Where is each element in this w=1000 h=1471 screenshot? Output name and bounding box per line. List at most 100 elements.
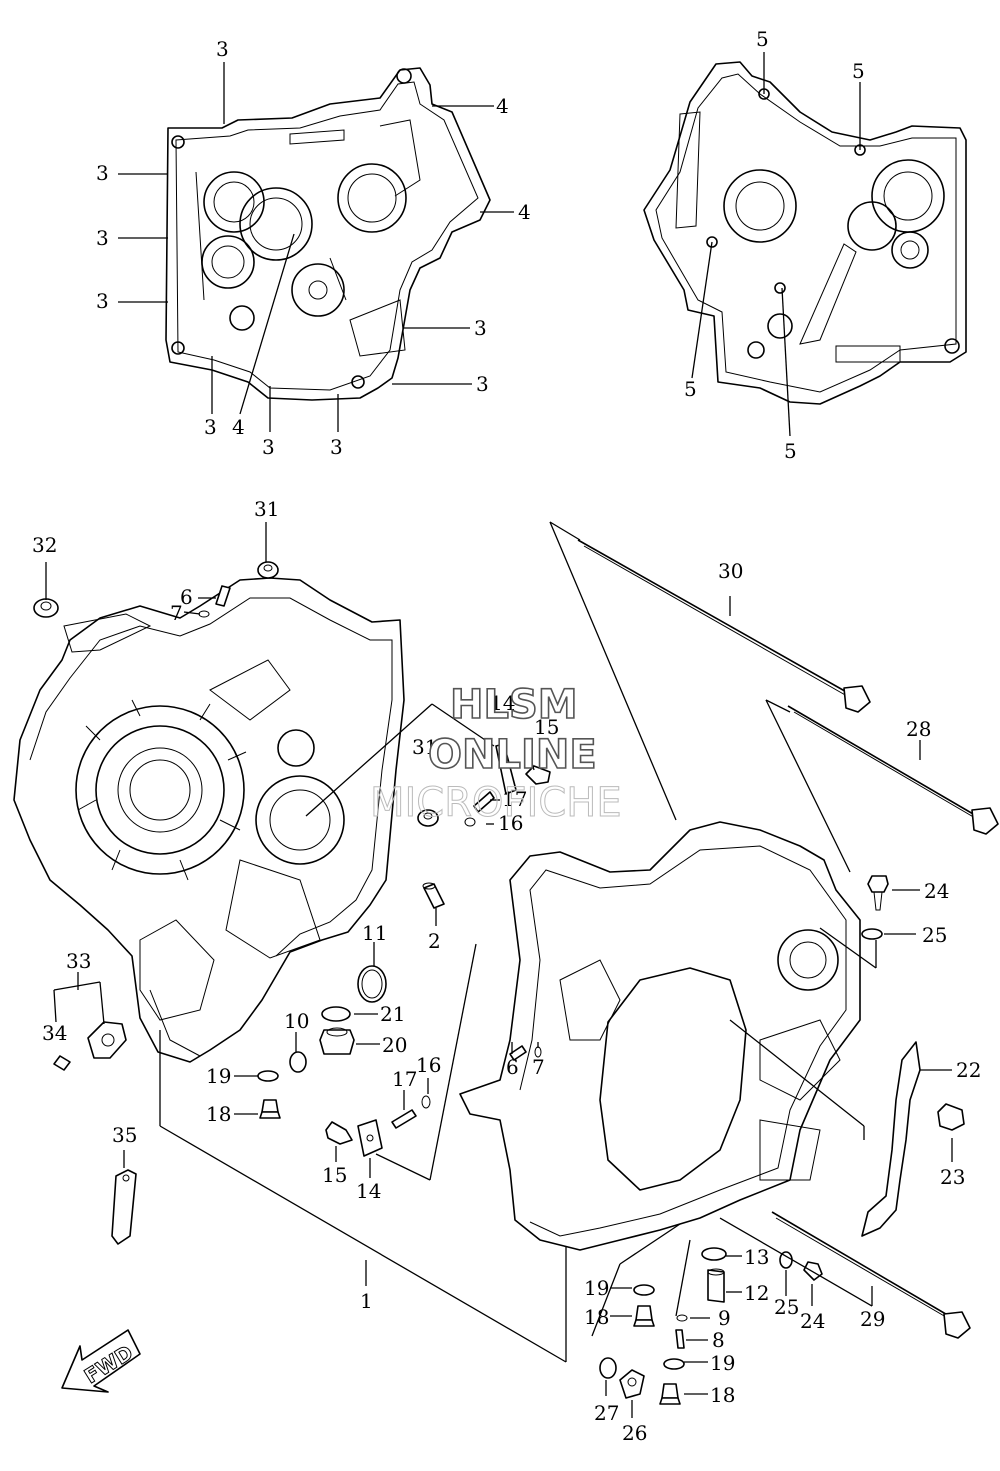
callout-28: 28 <box>906 717 931 741</box>
callout-14: 14 <box>356 1179 381 1203</box>
callout-26: 26 <box>622 1421 647 1445</box>
part-14-bracket-lower <box>357 1119 383 1157</box>
callout-9: 9 <box>718 1306 731 1330</box>
part-24-bolt-upper <box>867 875 889 911</box>
part-29-bolt <box>771 1211 971 1339</box>
watermark-line-2: ONLINE <box>428 732 597 778</box>
callout-16: 16 <box>498 811 523 835</box>
callout-21: 21 <box>380 1002 405 1026</box>
callout-31: 31 <box>412 735 437 759</box>
leader-lines <box>45 52 953 1418</box>
part-18-plug-center <box>633 1305 655 1327</box>
callout-34: 34 <box>42 1021 67 1045</box>
callout-4: 4 <box>496 94 509 118</box>
part-2-dowel <box>422 882 445 909</box>
callout-12: 12 <box>744 1281 769 1305</box>
callout-19: 19 <box>710 1351 735 1375</box>
part-19-washer-center <box>633 1284 655 1296</box>
callout-23: 23 <box>940 1165 965 1189</box>
part-32-nut <box>33 598 59 618</box>
part-35-strap <box>111 1169 137 1245</box>
part-9-oring <box>676 1314 688 1322</box>
part-17-jet-upper <box>473 791 495 813</box>
callout-3: 3 <box>204 415 217 439</box>
callout-15: 15 <box>322 1163 347 1187</box>
part-13-oring <box>701 1247 727 1261</box>
callout-15: 15 <box>534 715 559 739</box>
callout-5: 5 <box>756 27 769 51</box>
callout-3: 3 <box>262 435 275 459</box>
callout-33: 33 <box>66 949 91 973</box>
watermark: HLSM ONLINE MICROFICHE <box>370 681 623 826</box>
part-12-plug <box>707 1268 725 1303</box>
callout-27: 27 <box>594 1401 619 1425</box>
crankcase-left-half <box>13 577 405 1063</box>
callout-35: 35 <box>112 1123 137 1147</box>
long-bolts <box>577 539 999 1339</box>
callout-5: 5 <box>852 59 865 83</box>
part-10-oring <box>289 1051 307 1073</box>
part-23-bolt <box>937 1103 965 1131</box>
callout-19: 19 <box>206 1064 231 1088</box>
callout-19: 19 <box>584 1276 609 1300</box>
callout-30: 30 <box>718 559 743 583</box>
callout-32: 32 <box>32 533 57 557</box>
part-17-jet-lower <box>391 1109 417 1129</box>
part-14-bracket-upper <box>495 743 517 795</box>
callout-3: 3 <box>474 316 487 340</box>
part-24-bolt-lower <box>803 1261 823 1281</box>
callout-10: 10 <box>284 1009 309 1033</box>
callout-20: 20 <box>382 1033 407 1057</box>
part-8-jet <box>675 1329 685 1349</box>
callout-18: 18 <box>710 1383 735 1407</box>
part-16-oring-lower <box>421 1095 431 1109</box>
callout-3: 3 <box>216 37 229 61</box>
callout-8: 8 <box>712 1328 725 1352</box>
callout-7: 7 <box>532 1055 545 1079</box>
callout-17: 17 <box>392 1067 417 1091</box>
part-34-bolt <box>53 1055 71 1071</box>
callout-5: 5 <box>784 439 797 463</box>
callout-16: 16 <box>416 1053 441 1077</box>
part-19-washer-left <box>257 1070 279 1082</box>
part-20-cap <box>319 1027 355 1055</box>
callout-1: 1 <box>360 1289 373 1313</box>
callout-24: 24 <box>924 879 949 903</box>
part-7-oring <box>198 610 210 618</box>
watermark-line-1: HLSM <box>450 682 578 728</box>
callout-25: 25 <box>922 923 947 947</box>
part-31-nut-lower <box>417 809 439 827</box>
part-22-plate <box>861 1041 921 1237</box>
part-16-oring-upper <box>464 817 476 827</box>
part-18-plug-lower <box>659 1383 681 1405</box>
callout-4: 4 <box>232 415 245 439</box>
callout-3: 3 <box>96 226 109 250</box>
callout-labels: 3 3 3 3 3 3 3 3 3 4 4 4 5 5 5 5 1 2 6 7 … <box>32 27 981 1445</box>
callout-31: 31 <box>254 497 279 521</box>
part-25-washer-upper <box>861 928 883 940</box>
part-6-jet-lower <box>509 1045 527 1061</box>
part-26-plug <box>619 1369 645 1399</box>
callout-24: 24 <box>800 1309 825 1333</box>
callout-11: 11 <box>362 921 387 945</box>
callout-6: 6 <box>506 1055 519 1079</box>
part-18-plug-left <box>259 1099 281 1119</box>
callout-5: 5 <box>684 377 697 401</box>
part-11-oring <box>357 965 387 1003</box>
callout-14: 14 <box>490 691 515 715</box>
part-21-oring <box>321 1006 351 1022</box>
callout-3: 3 <box>96 161 109 185</box>
crankcase-half-left-view <box>165 67 491 401</box>
callout-18: 18 <box>584 1305 609 1329</box>
part-15-bolt-lower <box>325 1121 353 1145</box>
crankcase-half-right-view <box>643 61 967 405</box>
small-parts <box>33 561 965 1405</box>
callout-3: 3 <box>96 289 109 313</box>
part-19-washer-lower <box>663 1358 685 1370</box>
fwd-direction-badge: FWD <box>61 1329 141 1393</box>
watermark-line-3: MICROFICHE <box>370 780 622 826</box>
callout-2: 2 <box>428 929 441 953</box>
callout-13: 13 <box>744 1245 769 1269</box>
callout-25: 25 <box>774 1295 799 1319</box>
